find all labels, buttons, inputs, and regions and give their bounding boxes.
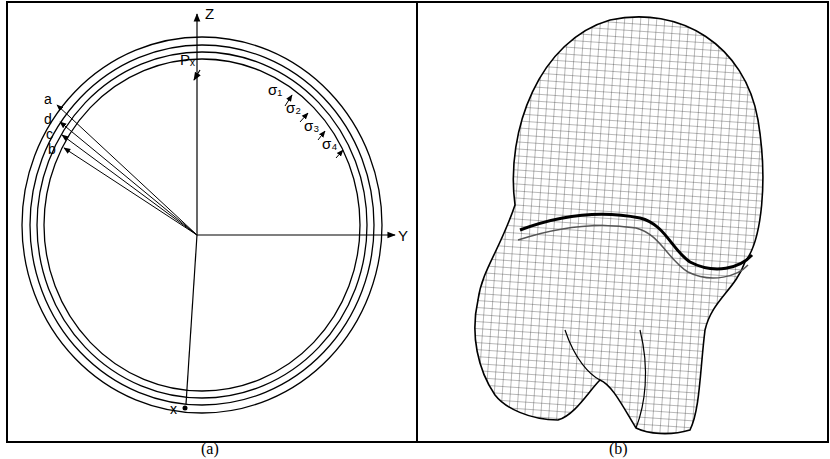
radius-label: a <box>44 92 52 106</box>
dipole-label: Pₓ <box>180 52 195 67</box>
panel-frame <box>7 2 828 442</box>
sphere-shells <box>22 37 382 413</box>
conductivity-label: σ₂ <box>286 100 301 115</box>
radius-label: c <box>46 127 53 141</box>
layer-pointers <box>285 95 343 158</box>
panel-divider <box>416 2 418 442</box>
dipole-arrow <box>194 70 200 80</box>
radius-lines <box>57 105 197 235</box>
radius-label: b <box>48 142 56 156</box>
radius-label: d <box>44 112 52 126</box>
x-axis-dot <box>183 406 188 411</box>
axis-label: Z <box>205 6 214 21</box>
panel-caption: (a) <box>201 441 219 457</box>
axis-label: Y <box>398 228 408 243</box>
conductivity-label: σ₄ <box>322 136 337 151</box>
conductivity-label: σ₁ <box>268 82 282 97</box>
axis-label: x <box>170 402 177 416</box>
conductivity-label: σ₃ <box>304 118 319 133</box>
panel-caption: (b) <box>609 441 628 457</box>
head-mesh <box>465 10 770 440</box>
axes <box>186 14 395 404</box>
